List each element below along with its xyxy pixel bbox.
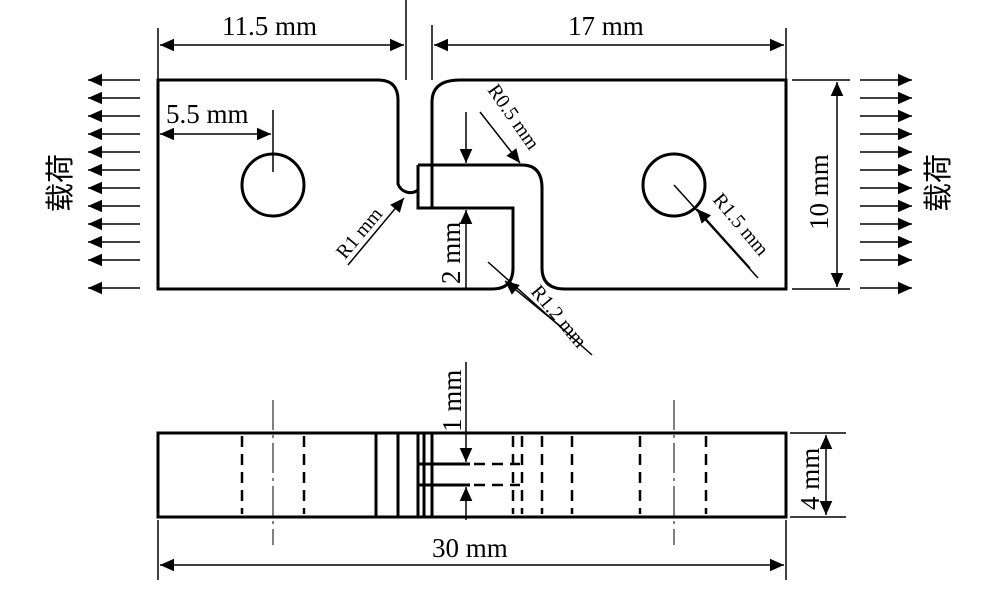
radius-hole-tail: [673, 184, 759, 279]
radius-notch-left-label: R1 mm: [332, 203, 387, 263]
radius-notch-bottom-leader: [504, 280, 561, 327]
radius-notch-left-leader: [347, 197, 405, 266]
side-outline: [156, 431, 788, 519]
radius-notch-bottom-tail: [487, 261, 593, 356]
dim-left-width-label: 11.5 mm: [222, 11, 317, 41]
dim-length-label: 30 mm: [432, 533, 508, 563]
radius-hole-label: R1.5 mm: [708, 189, 773, 261]
dim-layer-label: 1 mm: [437, 370, 467, 432]
radius-notch-bottom-label: R1.2 mm: [526, 281, 591, 353]
dim-thickness-label: 4 mm: [795, 448, 825, 510]
side-view: 1 mm 4 mm 30 mm: [156, 362, 846, 580]
specimen-outline-right: [430, 78, 788, 291]
dim-hole-offset-label: 5.5 mm: [166, 99, 249, 129]
dim-right-width-label: 17 mm: [568, 11, 644, 41]
load-label-left: 载荷: [43, 154, 77, 212]
dim-height-label: 10 mm: [804, 154, 834, 230]
radius-notch-top-leader: [479, 111, 521, 164]
right-hole: [641, 152, 707, 218]
dim-neck-label: 2 mm: [436, 222, 466, 284]
load-arrows-right: [860, 73, 912, 295]
top-view: 11.5 mm 17 mm 5.5 mm 10 mm 2 mm R0.5 mm …: [43, 0, 955, 356]
radius-hole-leader: [696, 208, 751, 269]
load-arrows-left: [88, 73, 140, 295]
radius-notch-top-label: R0.5 mm: [483, 80, 544, 154]
load-label-right: 载荷: [921, 154, 955, 212]
